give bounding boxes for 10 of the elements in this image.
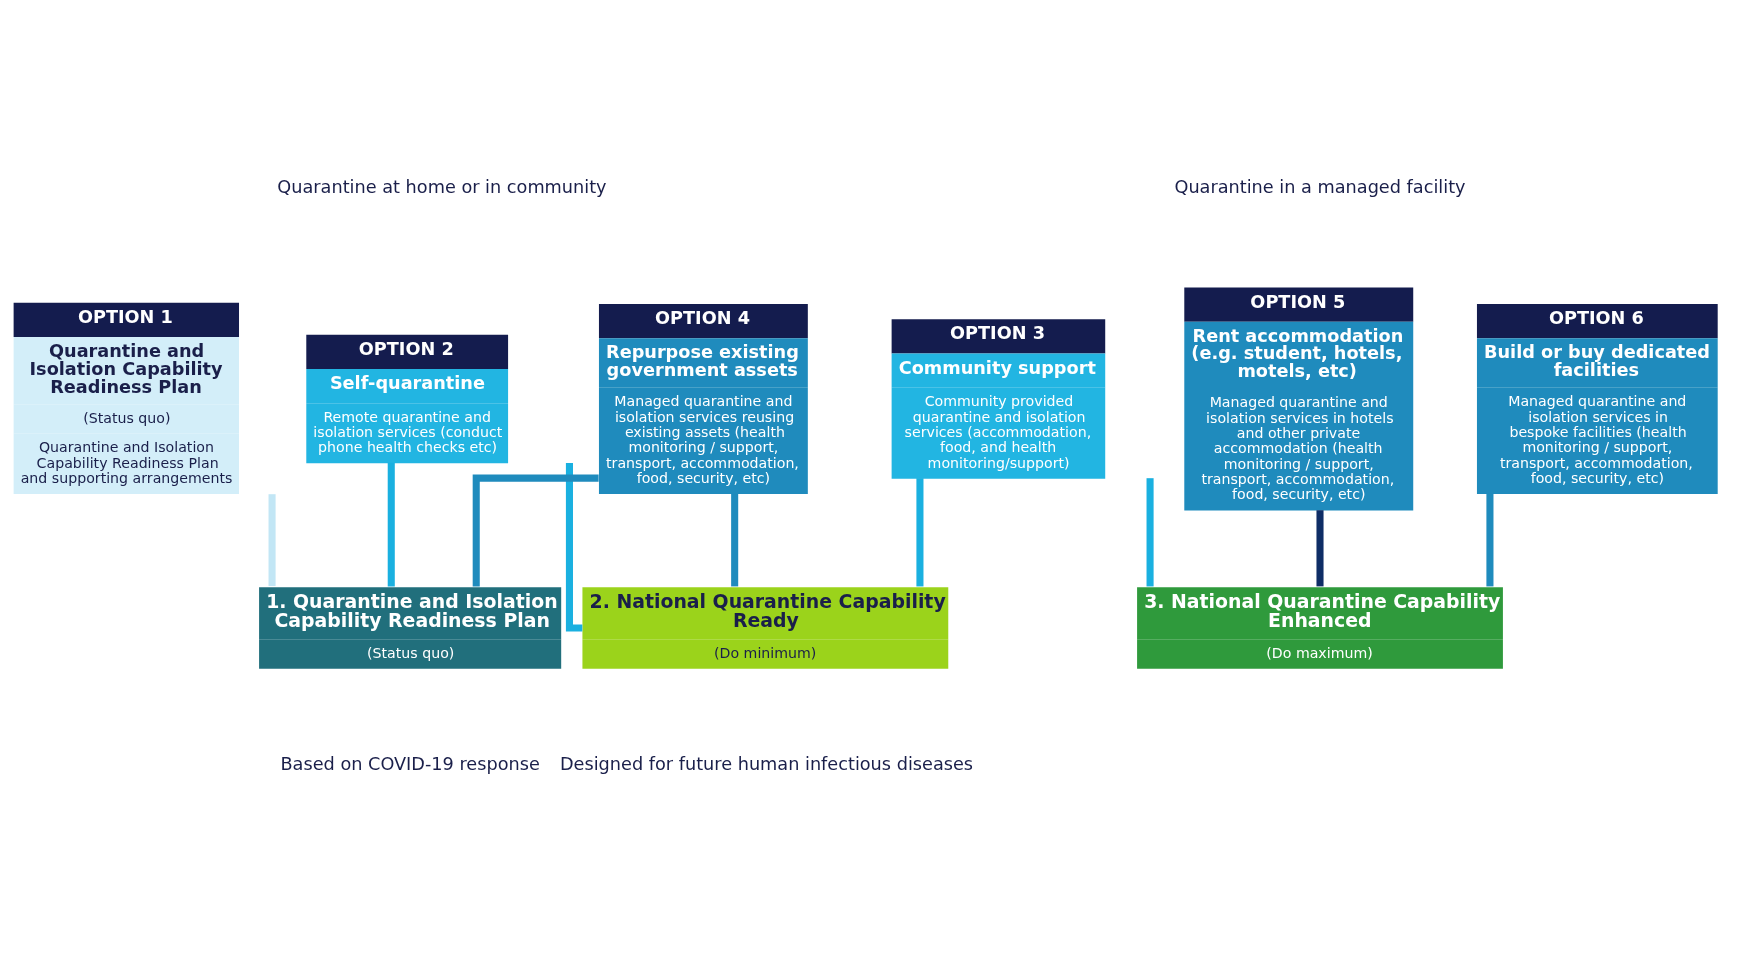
label: Quarantine at home or in community [277,177,607,198]
connector [1486,493,1494,587]
connector [1316,510,1324,587]
connector [472,474,599,587]
connector [387,462,395,587]
connector [916,478,924,587]
connector [731,493,739,587]
label: Quarantine in a managed facility [1174,177,1466,198]
label: Based on COVID-19 response [280,754,540,775]
label: Designed for future human infectious diseases [559,754,974,775]
